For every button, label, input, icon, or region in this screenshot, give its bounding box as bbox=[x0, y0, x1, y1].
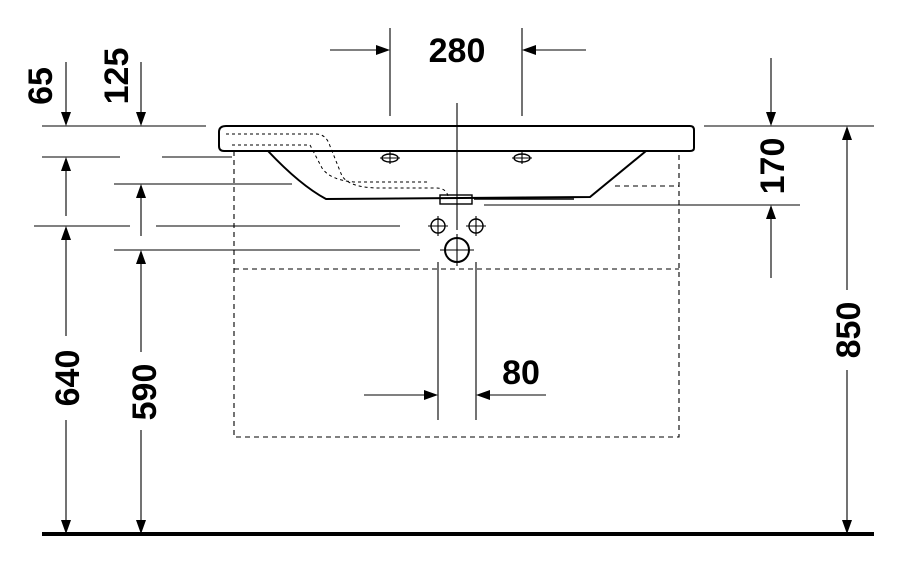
washbasin bbox=[218, 125, 695, 205]
dim-590: 590 bbox=[126, 184, 164, 534]
dim-640: 640 bbox=[49, 157, 87, 534]
dim-80: 80 bbox=[364, 354, 546, 400]
dim-850: 850 bbox=[830, 126, 868, 534]
dim-280-label: 280 bbox=[429, 32, 486, 70]
dim-170: 170 bbox=[484, 58, 874, 278]
vanity-unit bbox=[233, 151, 680, 438]
dim-280: 280 bbox=[330, 28, 586, 116]
dim-80-label: 80 bbox=[502, 354, 540, 392]
shelf-contour-inner bbox=[232, 144, 430, 183]
dim-590-label: 590 bbox=[126, 364, 164, 421]
dim-65: 65 bbox=[22, 62, 206, 127]
dim-850-label: 850 bbox=[830, 302, 868, 359]
dim-65-label: 65 bbox=[22, 67, 60, 105]
basin-rim bbox=[218, 125, 695, 152]
dim-640-label: 640 bbox=[49, 350, 87, 407]
overflow-drain bbox=[439, 194, 473, 205]
dim-125-label: 125 bbox=[98, 48, 136, 105]
left-reference-lines bbox=[34, 156, 420, 251]
basin-bowl bbox=[267, 150, 647, 201]
shelf-contour bbox=[226, 133, 449, 197]
pipe-connections bbox=[428, 103, 486, 420]
dim-170-label: 170 bbox=[754, 138, 792, 195]
dim-125: 125 bbox=[98, 48, 146, 126]
